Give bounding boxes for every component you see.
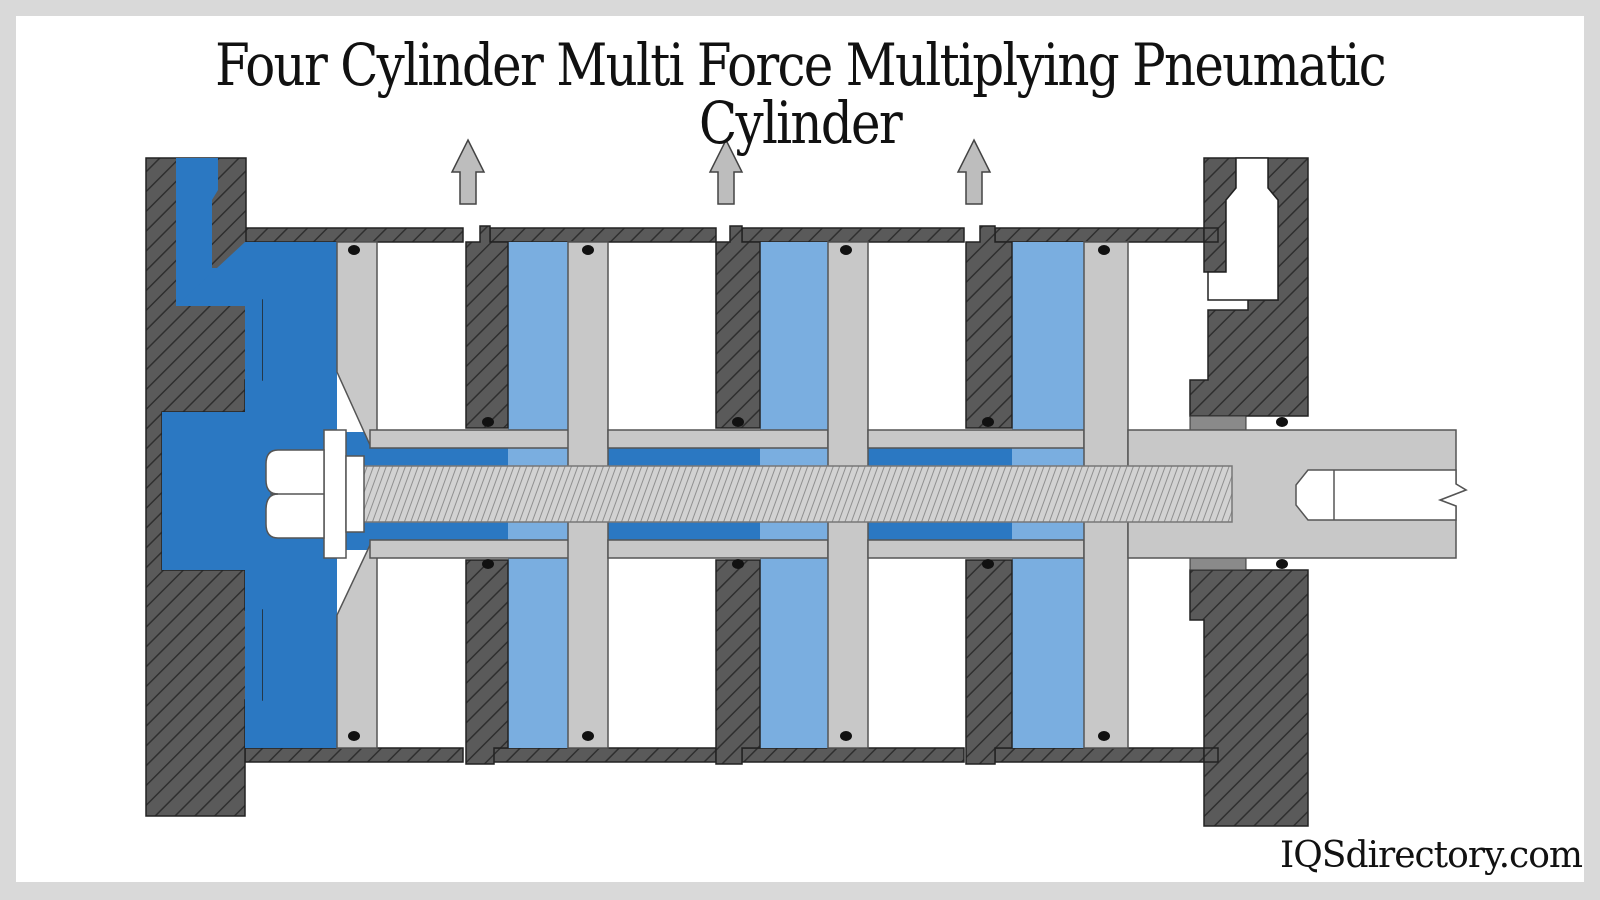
piston-3-hub — [867, 429, 1085, 449]
intermediate-wall-3 — [965, 559, 1013, 765]
seal — [582, 245, 594, 255]
tie-rod-bolt — [265, 429, 1233, 559]
piston-1-hub — [369, 429, 571, 449]
threaded-rod — [345, 465, 1233, 523]
seal — [1098, 731, 1110, 741]
seals — [348, 245, 1288, 741]
intermediate-wall-3 — [965, 225, 1013, 429]
barrel-bottom-wall — [244, 747, 464, 763]
bolt-collar — [345, 455, 365, 533]
exhaust-arrow-icon — [708, 138, 744, 205]
barrel-top-wall — [489, 227, 717, 243]
barrel-top-wall — [244, 227, 464, 243]
intermediate-wall-2 — [715, 225, 761, 429]
piston-3-hub — [867, 539, 1085, 559]
air-inlet-passage — [162, 412, 245, 570]
exhaust-arrows — [450, 138, 992, 205]
left-end-cap — [145, 157, 263, 817]
intermediate-wall-2 — [715, 559, 761, 765]
piston-1-hub — [369, 539, 571, 559]
seal — [840, 731, 852, 741]
seal — [482, 559, 494, 569]
piston-1 — [336, 241, 378, 447]
barrel-top-wall — [741, 227, 965, 243]
bolt-washer — [323, 429, 347, 559]
outlet-port — [1207, 157, 1279, 301]
piston-rod — [1127, 429, 1468, 559]
seal — [348, 245, 360, 255]
barrel-bottom-wall — [741, 747, 965, 763]
intermediate-wall-1 — [465, 559, 509, 765]
end-cap-lip — [1203, 747, 1219, 763]
intermediate-walls — [465, 225, 1013, 765]
barrel-bottom-wall — [994, 747, 1218, 763]
intermediate-wall-1 — [465, 225, 509, 429]
right-end-cap — [1189, 157, 1309, 827]
seal — [982, 417, 994, 427]
exhaust-arrow-icon — [450, 138, 486, 205]
brand-watermark[interactable]: IQSdirectory.com — [1280, 835, 1583, 876]
seal — [982, 559, 994, 569]
seal — [348, 731, 360, 741]
piston-2-hub — [607, 429, 829, 449]
exhaust-arrow-icon — [956, 138, 992, 205]
seal — [1276, 417, 1288, 427]
rod-bushing — [1189, 415, 1247, 431]
end-cap-lip — [1203, 227, 1219, 243]
diagram-title: Four Cylinder Multi Force Multiplying Pn… — [215, 31, 1387, 157]
seal — [732, 417, 744, 427]
seal — [1276, 559, 1288, 569]
barrel-top-wall — [994, 227, 1218, 243]
barrel-bottom-wall — [489, 747, 717, 763]
piston-2-hub — [607, 539, 829, 559]
right-end-cap-body — [1189, 569, 1309, 827]
rod-end-tip — [1295, 469, 1468, 521]
seal — [1098, 245, 1110, 255]
seal — [840, 245, 852, 255]
seal — [482, 417, 494, 427]
seal — [582, 731, 594, 741]
piston-1 — [336, 543, 378, 749]
seal — [732, 559, 744, 569]
